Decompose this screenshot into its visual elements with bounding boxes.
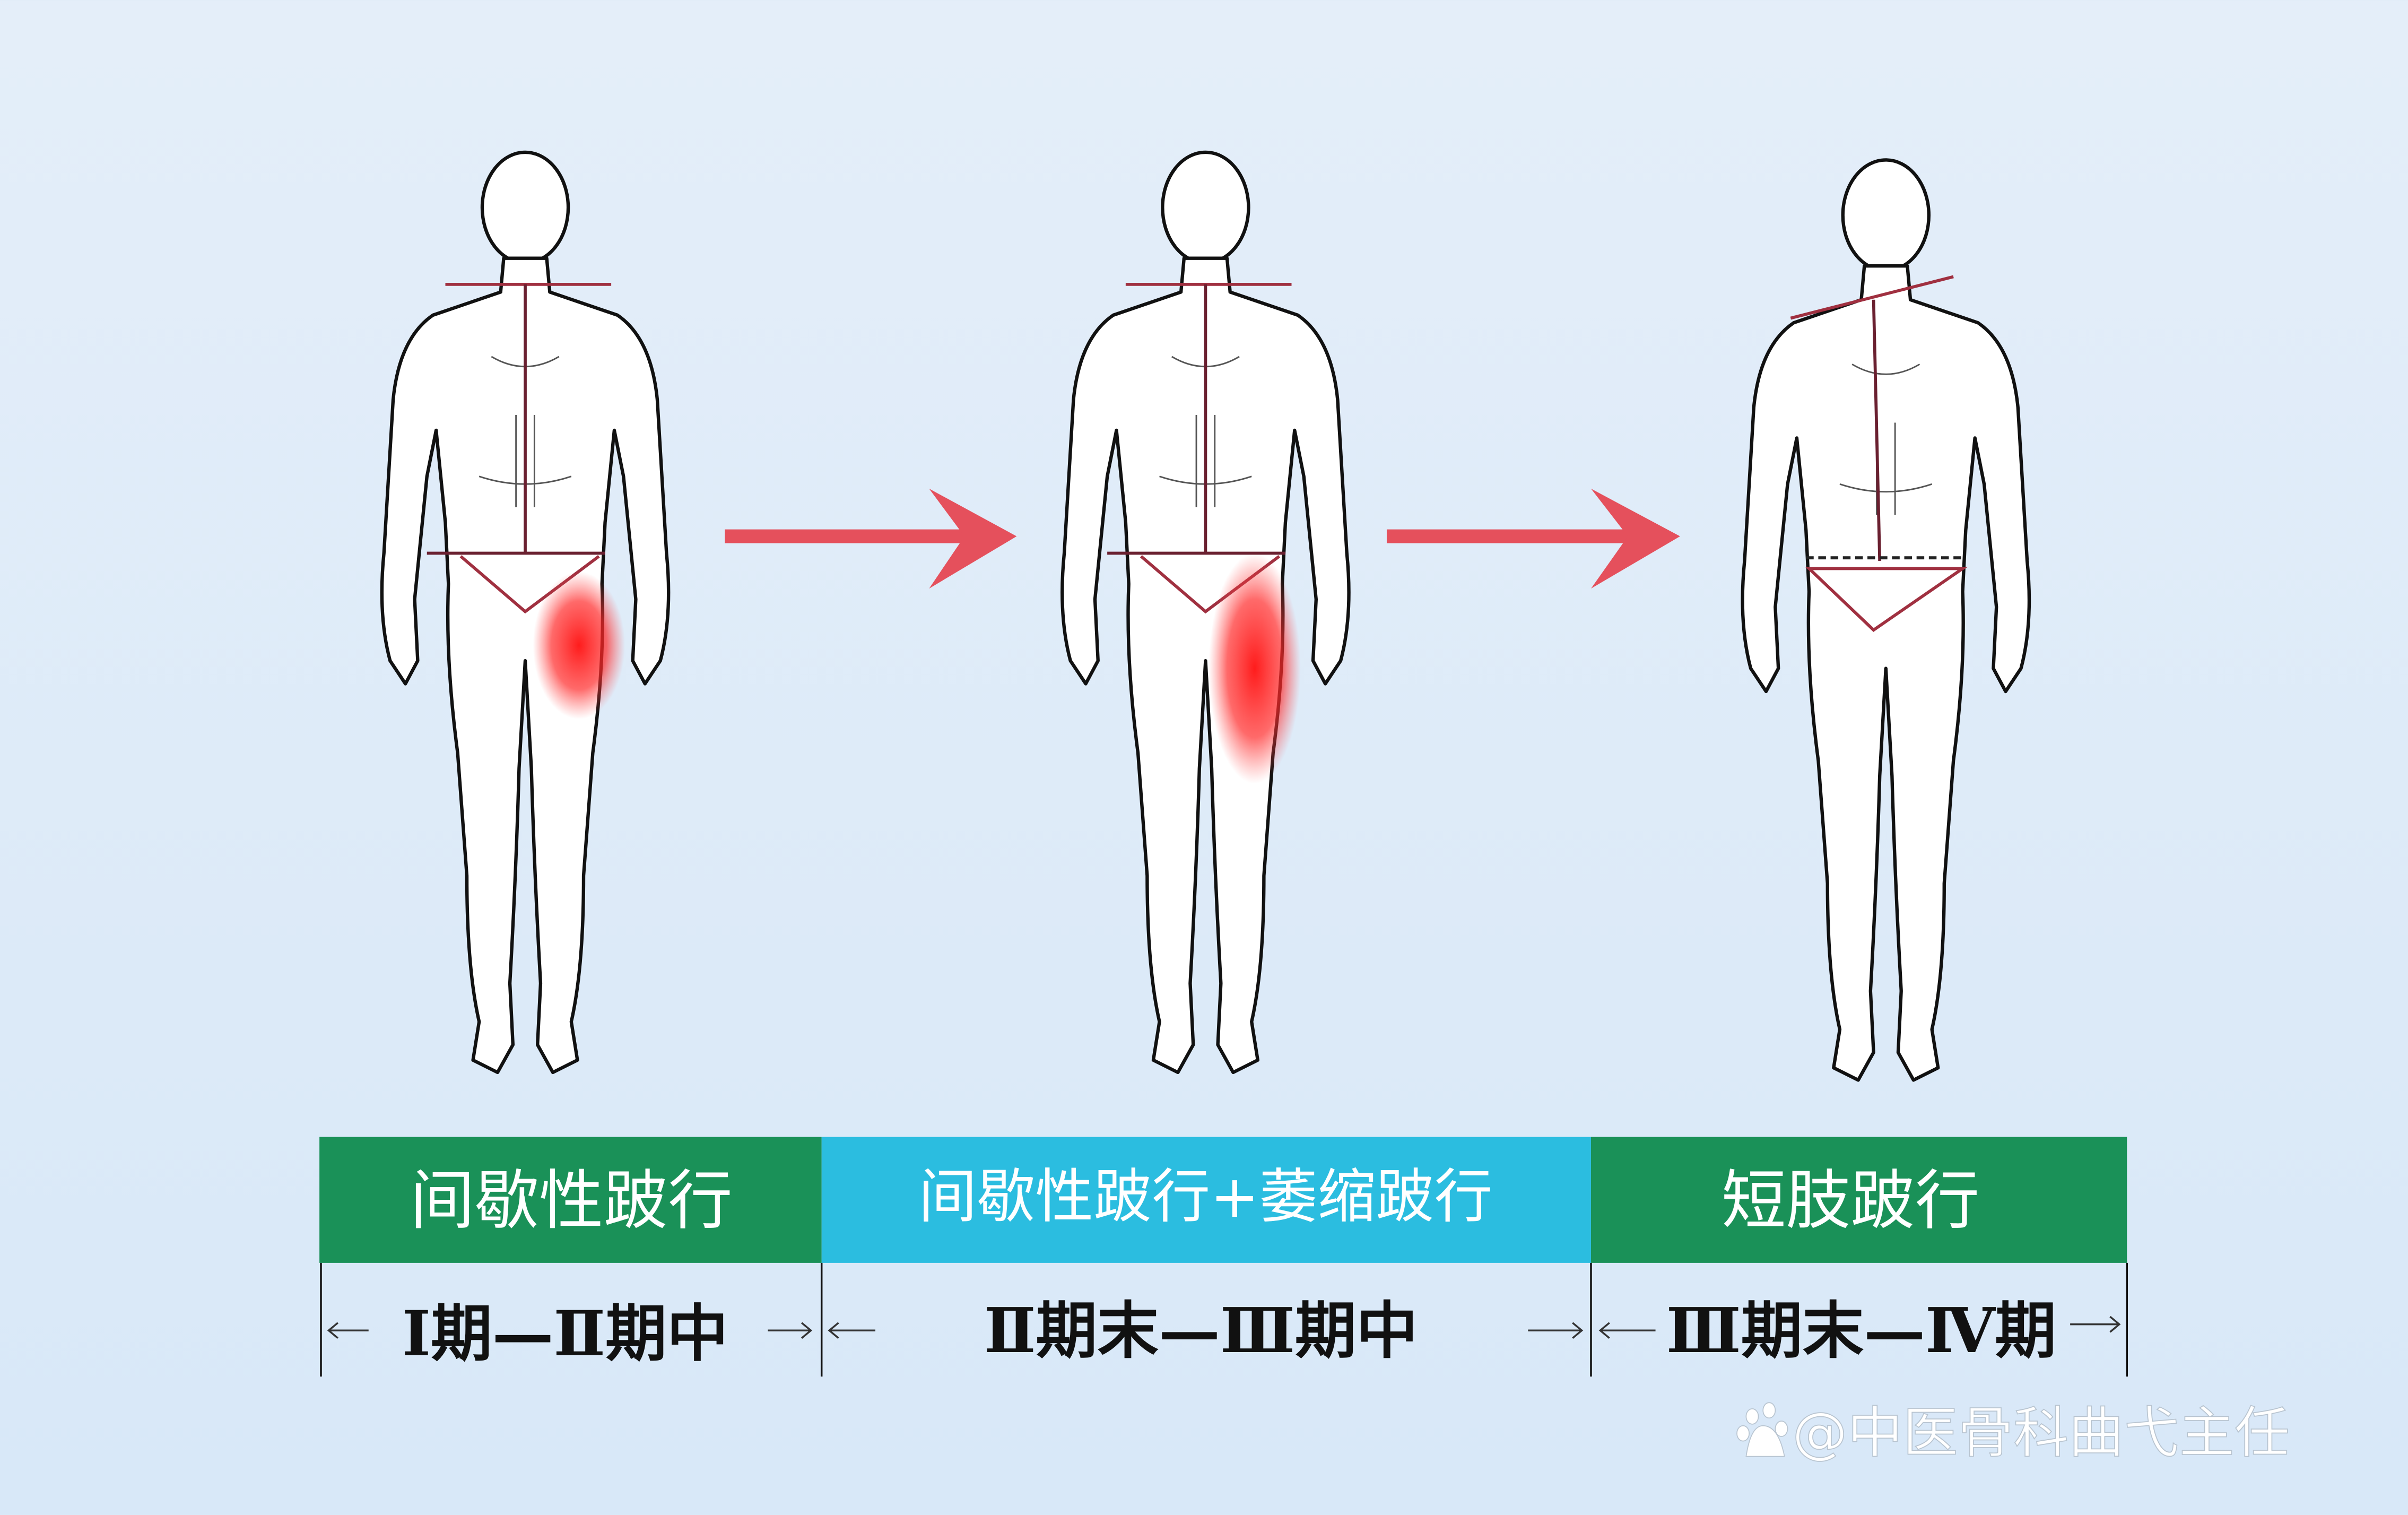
label-cell-3 (1590, 1137, 2127, 1263)
figure-stage-3 (1743, 160, 2029, 1080)
stage-range-2: Ⅱ期末—Ⅲ期中 (984, 1295, 1418, 1367)
progression-arrow (1386, 488, 1680, 589)
label-cell-1 (319, 1137, 822, 1263)
gait-type-1: 间歇性跛行 (410, 1163, 733, 1239)
progression-arrow (725, 488, 1017, 589)
baidu-paw-logo (1736, 1402, 1788, 1457)
watermark: @中医骨科曲弋主任 (1736, 1400, 2290, 1466)
pain-region (1209, 553, 1301, 784)
spine-line (1872, 299, 1882, 561)
figure-stage-2 (1062, 152, 1349, 1072)
label-cell-2 (821, 1137, 1591, 1263)
pelvis-triangle (1805, 567, 1968, 632)
stage-label-table: 间歇性跛行 间歇性跛行+萎缩跛行 短肢跛行 Ⅰ期—Ⅱ期中 Ⅱ期末—Ⅲ期中 Ⅲ期末… (319, 1137, 2128, 1377)
gait-type-3: 短肢跛行 (1722, 1163, 1979, 1239)
gait-type-2: 间歇性跛行+萎缩跛行 (918, 1163, 1492, 1231)
stage-range-3: Ⅲ期末—Ⅳ期 (1666, 1295, 2057, 1367)
watermark-text: @中医骨科曲弋主任 (1792, 1400, 2290, 1465)
pain-region (533, 572, 625, 720)
shoulder-line (1790, 275, 1954, 320)
figure-stage-1 (382, 152, 668, 1072)
range-arrows (327, 1315, 2121, 1339)
stage-range-1: Ⅰ期—Ⅱ期中 (402, 1298, 728, 1370)
